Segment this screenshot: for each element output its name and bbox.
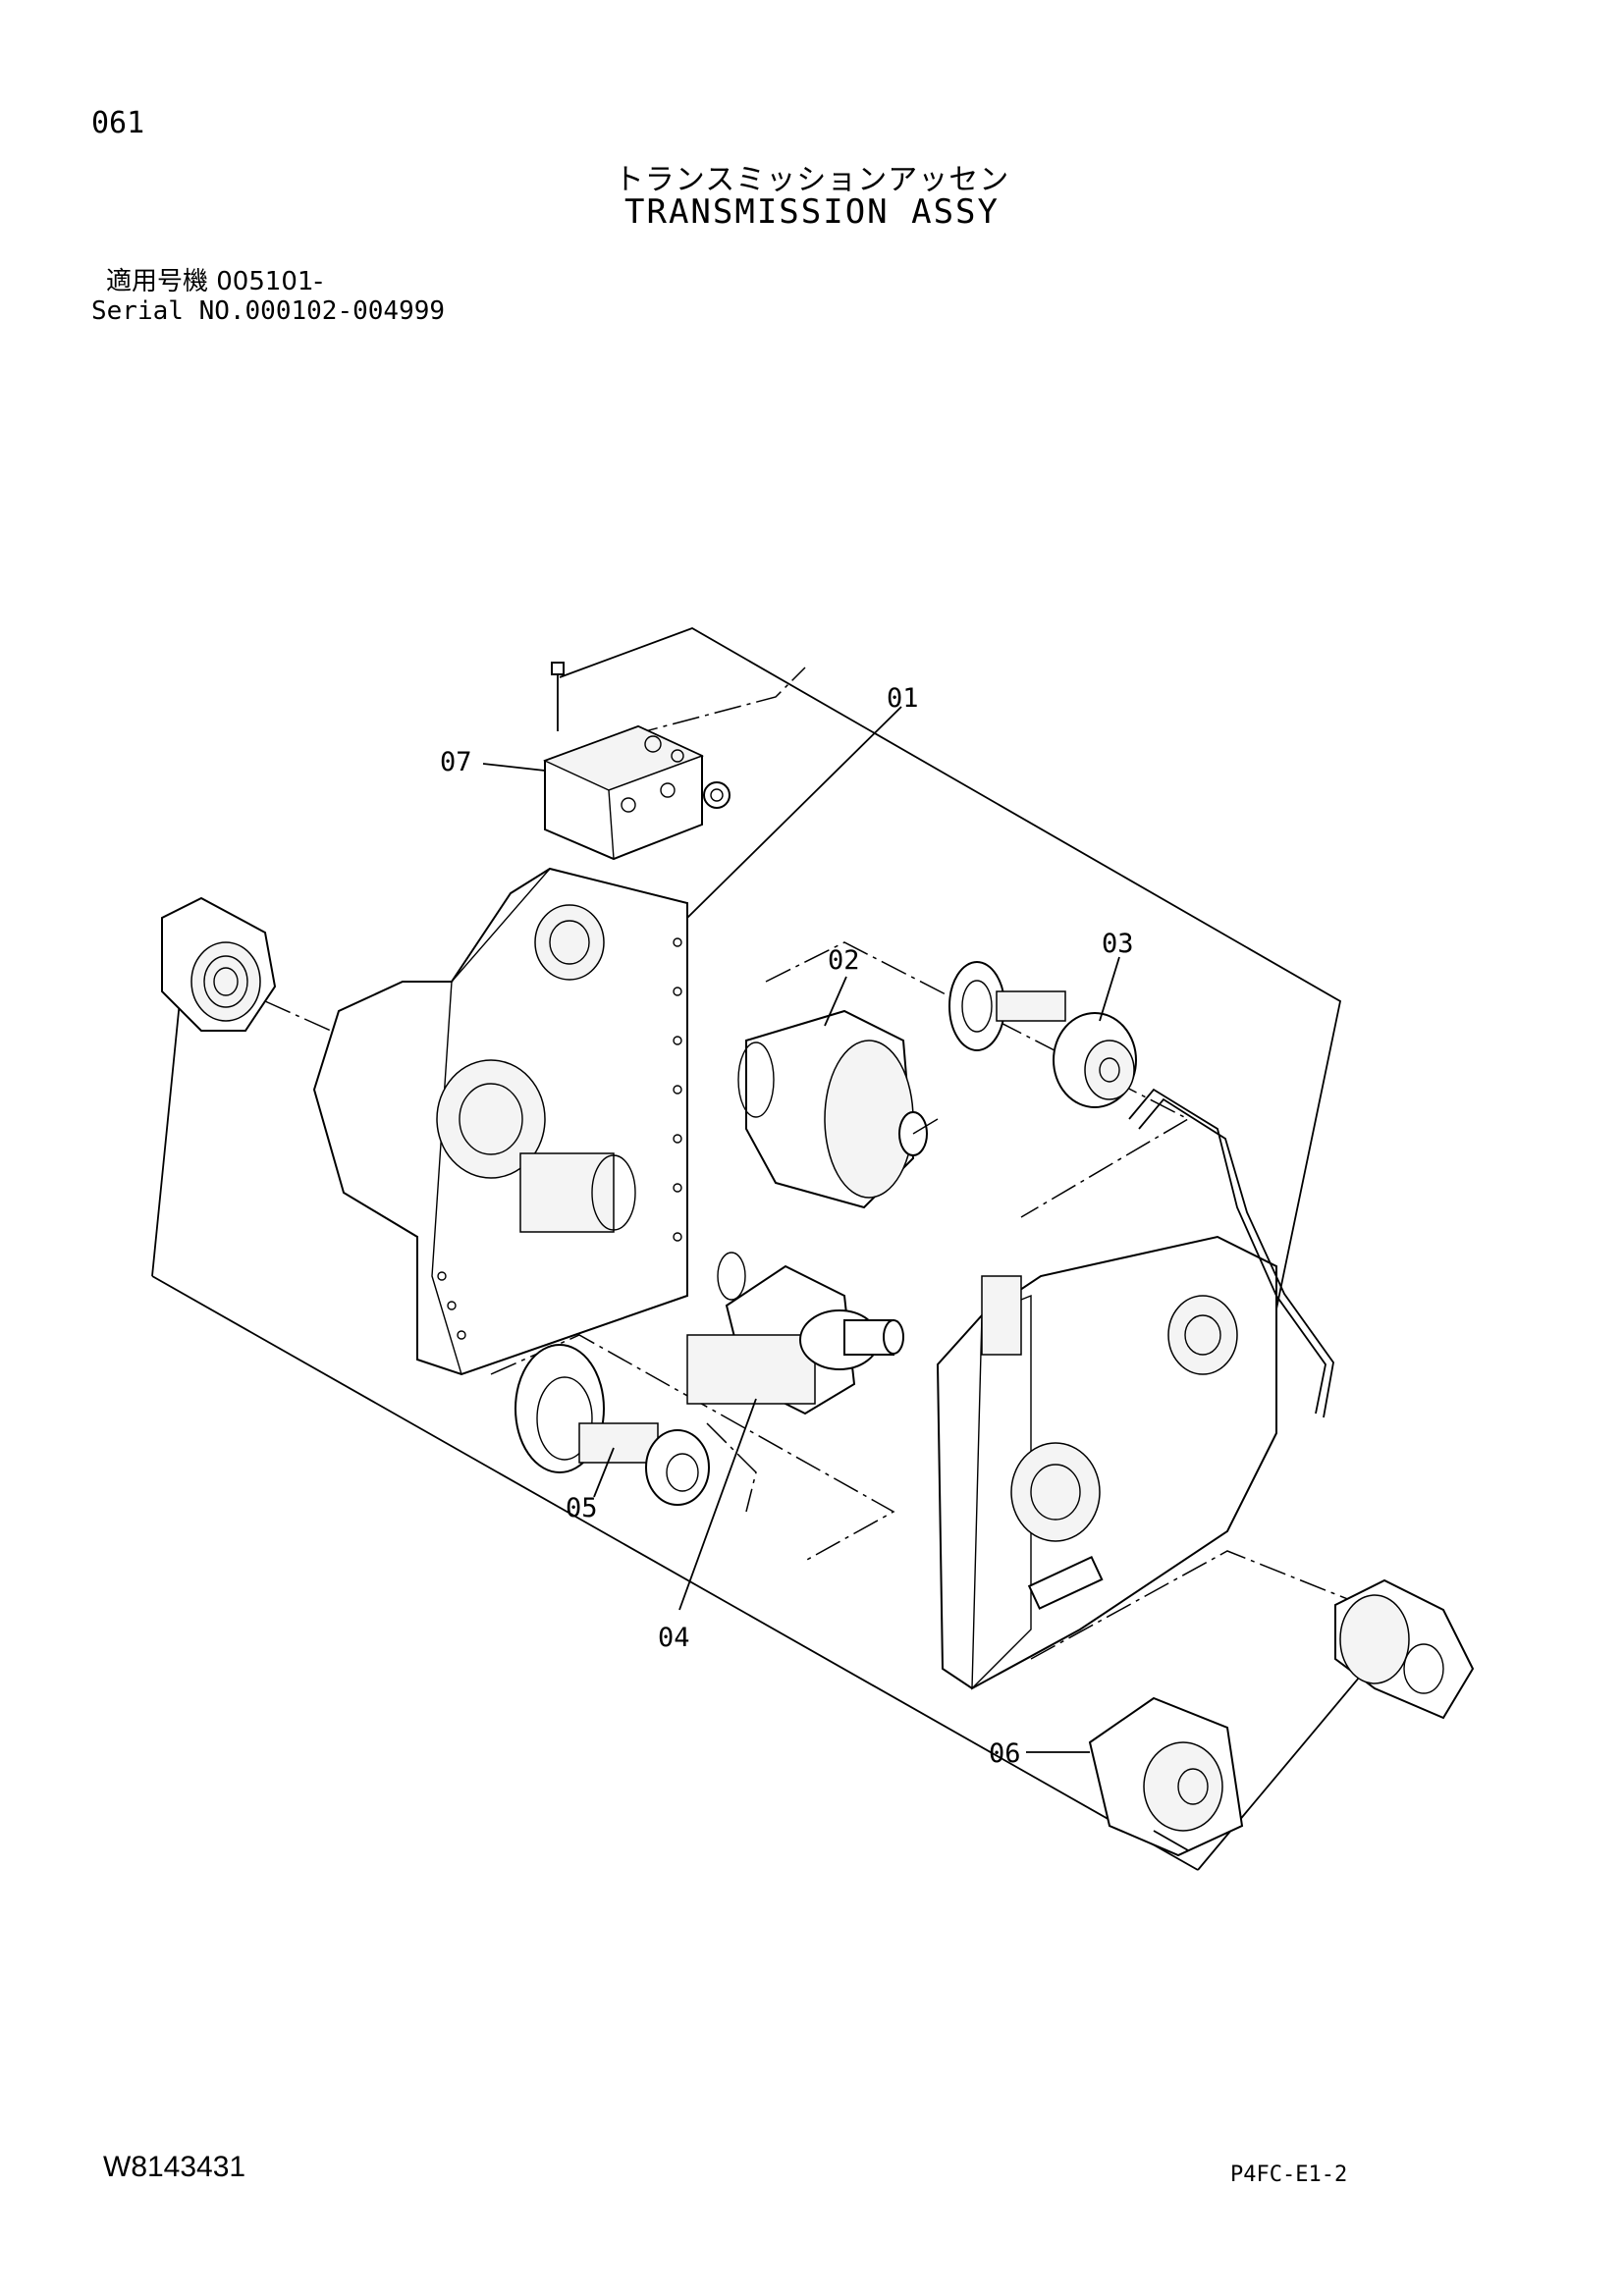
callout-07: 07 — [440, 747, 472, 777]
sheet-code: P4FC-E1-2 — [1230, 2163, 1348, 2187]
callout-05: 05 — [566, 1493, 598, 1523]
serial-range-english: Serial NO.000102-004999 — [91, 296, 446, 326]
serial-range-japanese: 適用号機 005101- — [106, 267, 323, 296]
title-english: TRANSMISSION ASSY — [624, 192, 1000, 232]
part-04-shaft-assembly — [686, 1252, 904, 1415]
part-01-left-housing — [312, 867, 688, 1376]
part-07-valve-block — [543, 662, 731, 861]
page-number: 061 — [91, 106, 145, 140]
callout-01: 01 — [887, 683, 919, 714]
part-05-input-shaft — [514, 1344, 710, 1506]
right-output-flange — [1334, 1578, 1475, 1720]
document-code: W8143431 — [103, 2151, 246, 2183]
left-output-flange — [161, 896, 277, 1032]
part-02-clutch-pack — [737, 1009, 939, 1209]
leader-lines — [482, 706, 1120, 1753]
callout-04: 04 — [658, 1623, 690, 1653]
part-03-countershaft — [948, 961, 1137, 1108]
title-japanese: トランスミッションアッセン — [614, 163, 1010, 197]
part-06-rear-cover — [1088, 1696, 1244, 1857]
callout-02: 02 — [828, 945, 860, 976]
callout-03: 03 — [1102, 929, 1134, 959]
part-01-right-housing — [936, 1088, 1334, 1690]
callout-06: 06 — [989, 1738, 1021, 1769]
